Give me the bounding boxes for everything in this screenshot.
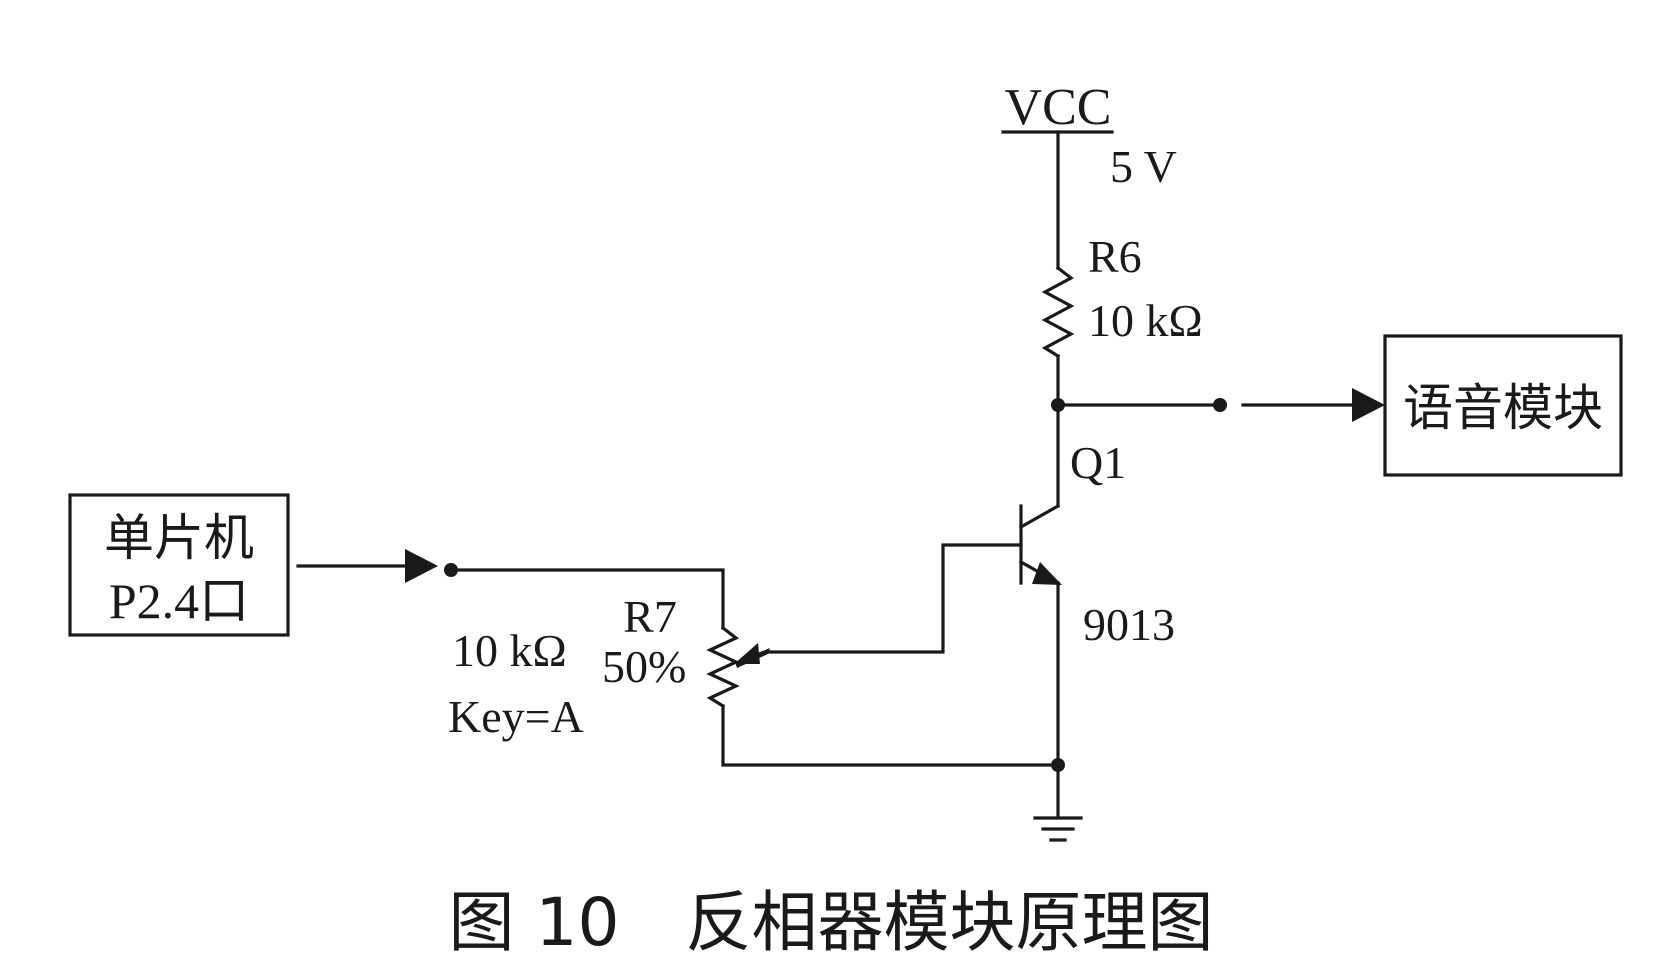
vcc-label: VCC	[1005, 79, 1112, 136]
q1-emitter-arrow	[1032, 562, 1062, 585]
figure-caption: 图 10 反相器模块原理图	[449, 884, 1214, 961]
vcc-voltage-label: 5 V	[1110, 141, 1177, 192]
r7-value-label: 10 kΩ	[452, 625, 567, 676]
r7-key-label: Key=A	[448, 691, 584, 742]
wire-input-r7	[449, 568, 725, 630]
r7-potentiometer-symbol	[706, 625, 740, 709]
voice-module-label: 语音模块	[1403, 380, 1603, 436]
r6-value-label: 10 kΩ	[1088, 295, 1203, 346]
output-terminal-dot	[1213, 398, 1227, 412]
r7-wiper-arrowhead	[734, 643, 760, 664]
r7-setting-label: 50%	[602, 641, 686, 692]
wire-r7-ground	[721, 704, 1060, 767]
input-arrowhead	[405, 549, 438, 583]
q1-ref-label: Q1	[1070, 437, 1126, 488]
r6-resistor-symbol	[1041, 265, 1075, 359]
output-arrowhead	[1352, 388, 1385, 422]
mcu-label-line1: 单片机	[104, 510, 254, 566]
r6-ref-label: R6	[1088, 231, 1142, 282]
q1-part-label: 9013	[1083, 599, 1175, 650]
r7-ref-label: R7	[623, 591, 677, 642]
wire-base	[765, 543, 1023, 654]
voice-module-block	[1383, 334, 1623, 477]
mcu-label-line2: P2.4口	[109, 573, 249, 629]
q1-collector-lead	[1018, 503, 1061, 530]
mcu-block	[68, 493, 290, 637]
